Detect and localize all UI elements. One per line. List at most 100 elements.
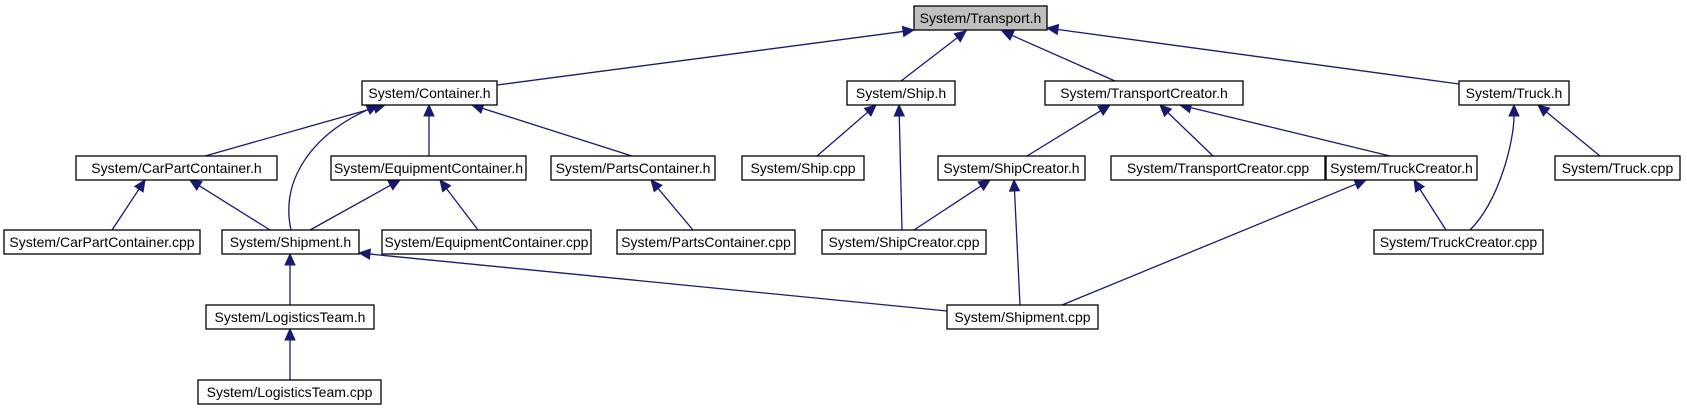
node-truck-h[interactable]: System/Truck.h: [1458, 80, 1570, 106]
arrowhead-icon: [893, 103, 906, 117]
arrowhead-icon: [188, 179, 203, 191]
node-label: System/PartsContainer.cpp: [621, 234, 791, 250]
node-label: System/PartsContainer.h: [556, 160, 711, 176]
arrowhead-icon: [423, 103, 435, 117]
edge-truckcreator_h-to-transportcreator_h: [1190, 106, 1391, 157]
arrowhead-icon: [1413, 178, 1426, 193]
node-shipment-cpp[interactable]: System/Shipment.cpp: [946, 304, 1099, 330]
node-box: [741, 155, 865, 181]
node-shipment-h[interactable]: System/Shipment.h: [221, 229, 360, 255]
node-box: [1110, 155, 1326, 181]
edge-transportcreator_cpp-to-transportcreator_h: [1167, 112, 1214, 157]
arrowhead-icon: [1008, 178, 1021, 192]
arrowhead-icon: [953, 30, 967, 43]
node-label: System/TruckCreator.cpp: [1380, 234, 1538, 250]
node-transport-h[interactable]: System/Transport.h: [913, 5, 1048, 31]
node-truck-cpp[interactable]: System/Truck.cpp: [1554, 155, 1681, 181]
node-box: [550, 155, 716, 181]
node-label: System/Truck.cpp: [1562, 160, 1674, 176]
edge-shipment_h-to-carpartcontainer_h: [198, 185, 271, 231]
arrowhead-icon: [1508, 103, 1520, 117]
node-label: System/LogisticsTeam.cpp: [207, 384, 373, 400]
node-box: [330, 155, 527, 181]
node-box: [1325, 155, 1478, 181]
node-box: [75, 155, 278, 181]
arrowhead-icon: [1537, 104, 1551, 117]
arrowhead-icon: [284, 327, 296, 341]
edge-partscontainer_cpp-to-partscontainer_h: [657, 188, 694, 231]
edge-ship_h-to-transport_h: [900, 37, 958, 82]
node-box: [846, 80, 956, 106]
node-label: System/Transport.h: [920, 10, 1042, 26]
node-label: System/Shipment.h: [230, 234, 351, 250]
node-box: [3, 229, 201, 255]
node-box: [913, 5, 1048, 31]
node-box: [205, 304, 375, 330]
node-box: [221, 229, 360, 255]
node-partscontainer-h[interactable]: System/PartsContainer.h: [550, 155, 716, 181]
node-shipcreator-cpp[interactable]: System/ShipCreator.cpp: [821, 229, 987, 255]
node-equipmentcontainer-cpp[interactable]: System/EquipmentContainer.cpp: [381, 229, 592, 255]
node-label: System/TransportCreator.h: [1060, 85, 1228, 101]
node-equipmentcontainer-h[interactable]: System/EquipmentContainer.h: [330, 155, 527, 181]
node-label: System/TransportCreator.cpp: [1127, 160, 1310, 176]
edge-truck_h-to-transport_h: [1057, 28, 1460, 85]
node-truckcreator-h[interactable]: System/TruckCreator.h: [1325, 155, 1478, 181]
node-logisticsteam-h[interactable]: System/LogisticsTeam.h: [205, 304, 375, 330]
edge-carpartcontainer_h-to-container_h: [204, 107, 375, 157]
node-label: System/ShipCreator.h: [943, 160, 1079, 176]
arrowhead-icon: [977, 179, 992, 192]
edge-shipment_h-to-equipmentcontainer_h: [309, 184, 391, 231]
node-box: [1554, 155, 1681, 181]
arrowhead-icon: [357, 248, 372, 260]
node-box: [1044, 80, 1244, 106]
node-label: System/Truck.h: [1466, 85, 1563, 101]
node-shipcreator-h[interactable]: System/ShipCreator.h: [937, 155, 1086, 181]
edge-shipment_cpp-to-truckcreator_h: [1061, 183, 1357, 306]
edge-shipment_cpp-to-shipment_h: [369, 253, 948, 312]
arrowhead-icon: [133, 178, 146, 193]
edge-truckcreator_cpp-to-truckcreator_h: [1419, 188, 1447, 231]
node-transportcreator-cpp[interactable]: System/TransportCreator.cpp: [1110, 155, 1326, 181]
arrowhead-icon: [863, 104, 877, 117]
node-carpartcontainer-h[interactable]: System/CarPartContainer.h: [75, 155, 278, 181]
node-label: System/TruckCreator.h: [1330, 160, 1473, 176]
node-label: System/LogisticsTeam.h: [215, 309, 366, 325]
edge-shipcreator_cpp-to-shipcreator_h: [913, 185, 982, 231]
node-container-h[interactable]: System/Container.h: [361, 80, 498, 106]
node-box: [937, 155, 1086, 181]
arrowhead-icon: [387, 179, 402, 191]
node-partscontainer-cpp[interactable]: System/PartsContainer.cpp: [616, 229, 796, 255]
node-transportcreator-h[interactable]: System/TransportCreator.h: [1044, 80, 1244, 106]
node-box: [946, 304, 1099, 330]
node-ship-h[interactable]: System/Ship.h: [846, 80, 956, 106]
node-carpartcontainer-cpp[interactable]: System/CarPartContainer.cpp: [3, 229, 201, 255]
node-label: System/CarPartContainer.h: [91, 160, 261, 176]
edge-shipcreator_cpp-to-ship_h: [898, 115, 903, 231]
node-box: [361, 80, 498, 106]
node-label: System/ShipCreator.cpp: [829, 234, 980, 250]
node-label: System/EquipmentContainer.cpp: [385, 234, 589, 250]
edge-carpartcontainer_cpp-to-carpartcontainer_h: [111, 188, 140, 231]
arrowhead-icon: [439, 179, 452, 193]
edge-truck_cpp-to-truck_h: [1546, 111, 1601, 157]
edge-shipment_h-to-container_h: [288, 108, 369, 231]
arrowhead-icon: [1097, 104, 1112, 116]
arrowhead-icon: [1159, 104, 1173, 118]
node-truckcreator-cpp[interactable]: System/TruckCreator.cpp: [1373, 229, 1544, 255]
node-box: [616, 229, 796, 255]
arrowhead-icon: [284, 252, 296, 266]
edge-shipment_cpp-to-shipcreator_h: [1013, 190, 1021, 306]
node-box: [381, 229, 592, 255]
node-box: [197, 379, 382, 405]
edge-shipcreator_h-to-transportcreator_h: [1026, 110, 1101, 157]
node-label: System/Ship.cpp: [750, 160, 855, 176]
edge-partscontainer_h-to-container_h: [482, 107, 633, 157]
node-ship-cpp[interactable]: System/Ship.cpp: [741, 155, 865, 181]
node-logisticsteam-cpp[interactable]: System/LogisticsTeam.cpp: [197, 379, 382, 405]
node-label: System/EquipmentContainer.h: [334, 160, 523, 176]
edge-container_h-to-transport_h: [496, 30, 904, 86]
arrowhead-icon: [901, 25, 916, 38]
